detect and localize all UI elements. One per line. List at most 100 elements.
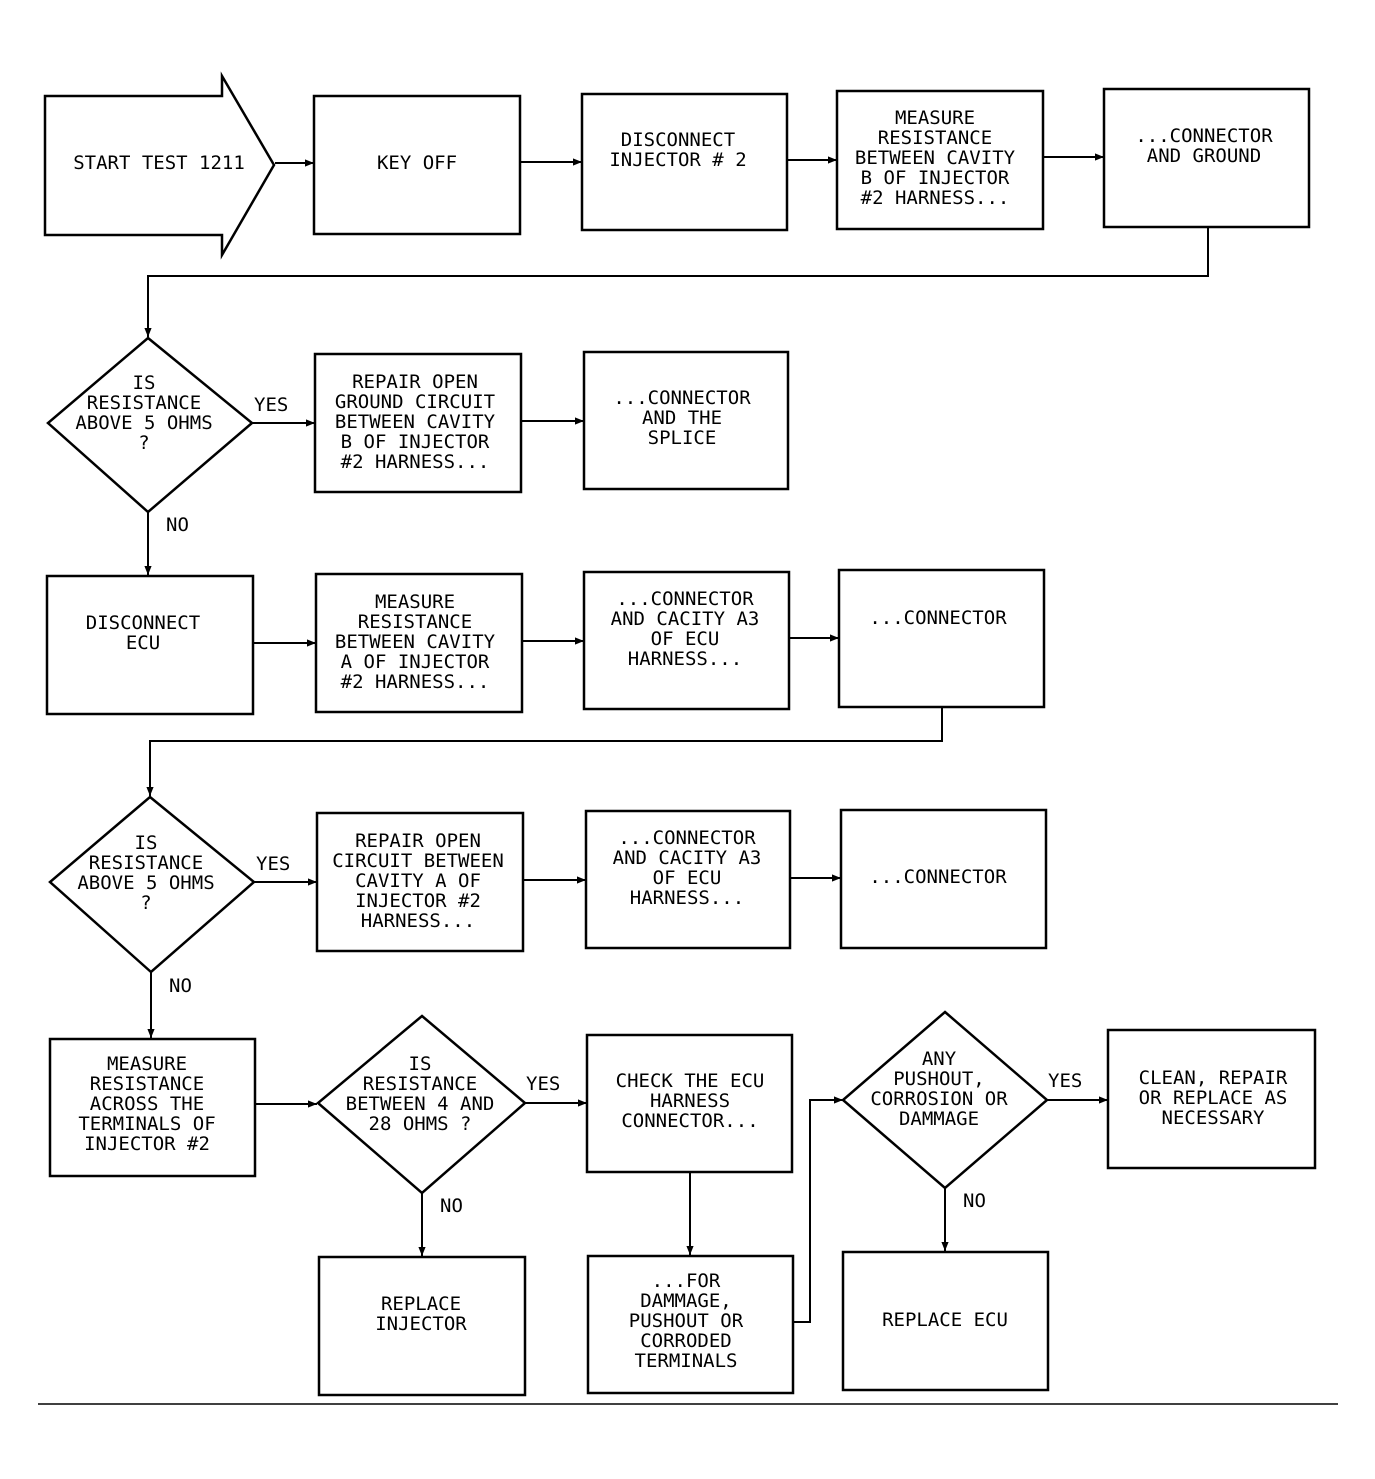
node-text-line: RESISTANCE <box>363 1073 477 1095</box>
node-text-line: HARNESS <box>650 1090 730 1112</box>
node-text-line: CONNECTOR... <box>621 1110 758 1132</box>
node-text-line: CORROSION OR <box>870 1088 1008 1110</box>
node-text-line: #2 HARNESS... <box>341 451 490 473</box>
arrow-damage-to-q4 <box>792 1096 843 1323</box>
node-text-line: ANY <box>922 1048 957 1070</box>
check-ecu-box <box>585 1033 794 1174</box>
node-text-line: ...CONNECTOR <box>613 387 751 409</box>
q3-yes-label: YES <box>526 1073 560 1095</box>
node-text-line: DISCONNECT <box>621 129 735 151</box>
node-text-line: RESISTANCE <box>878 127 992 149</box>
node-text-line: #2 HARNESS... <box>861 187 1010 209</box>
q2-diamond <box>48 795 256 974</box>
node-text-line: AND GROUND <box>1147 145 1261 167</box>
measure-terminals-box <box>48 1037 257 1178</box>
node-text-line: ACROSS THE <box>90 1093 204 1115</box>
node-text-line: SPLICE <box>648 427 717 449</box>
node-text-line: BETWEEN CAVITY <box>335 631 496 653</box>
node-text-line: REPLACE <box>381 1293 461 1315</box>
node-text-line: AND CACITY A3 <box>613 847 762 869</box>
node-text-line: B OF INJECTOR <box>341 431 490 453</box>
q4-no-label: NO <box>963 1190 986 1212</box>
node-text-line: NECESSARY <box>1162 1107 1266 1129</box>
start-test-label: START TEST 1211 <box>73 152 245 174</box>
node-text-line: A OF INJECTOR <box>341 651 490 673</box>
node-text-line: RESISTANCE <box>358 611 472 633</box>
node-text-line: ABOVE 5 OHMS <box>75 412 212 434</box>
node-text-line: INJECTOR # 2 <box>609 149 746 171</box>
node-text-line: PUSHOUT, <box>893 1068 985 1090</box>
measure-b-box <box>835 89 1045 231</box>
node-text-line: ...CONNECTOR <box>616 588 754 610</box>
replace-ecu-box <box>841 1250 1050 1392</box>
node-text-line: ...CONNECTOR <box>618 827 756 849</box>
shapes <box>43 71 1317 1397</box>
connector-splice-box <box>582 350 790 491</box>
node-text-line: CORRODED <box>640 1330 732 1352</box>
q2-yes-label: YES <box>256 853 290 875</box>
q1-yes-label: YES <box>254 394 288 416</box>
repair-ground-box <box>313 352 523 494</box>
node-text-line: ABOVE 5 OHMS <box>77 872 214 894</box>
connectors <box>144 153 1209 1323</box>
node-text-line: OF ECU <box>653 867 722 889</box>
node-text-line: CLEAN, REPAIR <box>1139 1067 1288 1089</box>
q1-no-label: NO <box>166 514 189 536</box>
node-text-line: ? <box>138 432 149 454</box>
node-text-line: ? <box>140 892 151 914</box>
node-text-line: RESISTANCE <box>87 392 201 414</box>
node-text-line: RESISTANCE <box>90 1073 204 1095</box>
node-text-line: BETWEEN CAVITY <box>335 411 496 433</box>
q3-no-label: NO <box>440 1195 463 1217</box>
node-text-line: HARNESS... <box>361 910 475 932</box>
q4-yes-label: YES <box>1048 1070 1082 1092</box>
node-text-line: TERMINALS <box>635 1350 738 1372</box>
node-text-line: CIRCUIT BETWEEN <box>332 850 504 872</box>
node-text-line: ECU <box>126 632 160 654</box>
node-text-line: INJECTOR #2 <box>84 1133 210 1155</box>
node-text-line: START TEST 1211 <box>73 152 245 174</box>
node-text-line: PUSHOUT OR <box>629 1310 744 1332</box>
connector-a3-box-1 <box>582 570 791 711</box>
branch-labels: YES NO YES NO YES NO YES NO <box>166 394 1082 1217</box>
node-text-line: OF ECU <box>651 628 720 650</box>
disconnect-ecu-box <box>45 574 255 716</box>
node-text-line: MEASURE <box>107 1053 187 1075</box>
node-text-line: BETWEEN 4 AND <box>346 1093 495 1115</box>
node-text-line: AND CACITY A3 <box>611 608 760 630</box>
node-text-line: AND THE <box>642 407 722 429</box>
q4-diamond <box>841 1010 1049 1190</box>
node-text-line: ...FOR <box>652 1270 721 1292</box>
node-text-line: HARNESS... <box>628 648 742 670</box>
node-text-line: CHECK THE ECU <box>616 1070 765 1092</box>
q1-diamond <box>46 336 254 514</box>
node-text-line: INJECTOR #2 <box>355 890 481 912</box>
replace-injector-box <box>317 1255 527 1397</box>
start-arrow-shape <box>43 71 276 260</box>
node-text-line: ...CONNECTOR <box>869 607 1007 629</box>
node-text-line: BETWEEN CAVITY <box>855 147 1016 169</box>
node-text-line: IS <box>135 832 158 854</box>
q2-no-label: NO <box>169 975 192 997</box>
node-text-line: REPAIR OPEN <box>352 371 478 393</box>
connector-box-1 <box>837 568 1046 709</box>
node-text-line: MEASURE <box>895 107 975 129</box>
measure-a-box <box>314 572 524 714</box>
key-off-label: KEY OFF <box>377 152 457 174</box>
for-damage-box <box>586 1254 795 1395</box>
node-text-line: ...CONNECTOR <box>869 866 1007 888</box>
